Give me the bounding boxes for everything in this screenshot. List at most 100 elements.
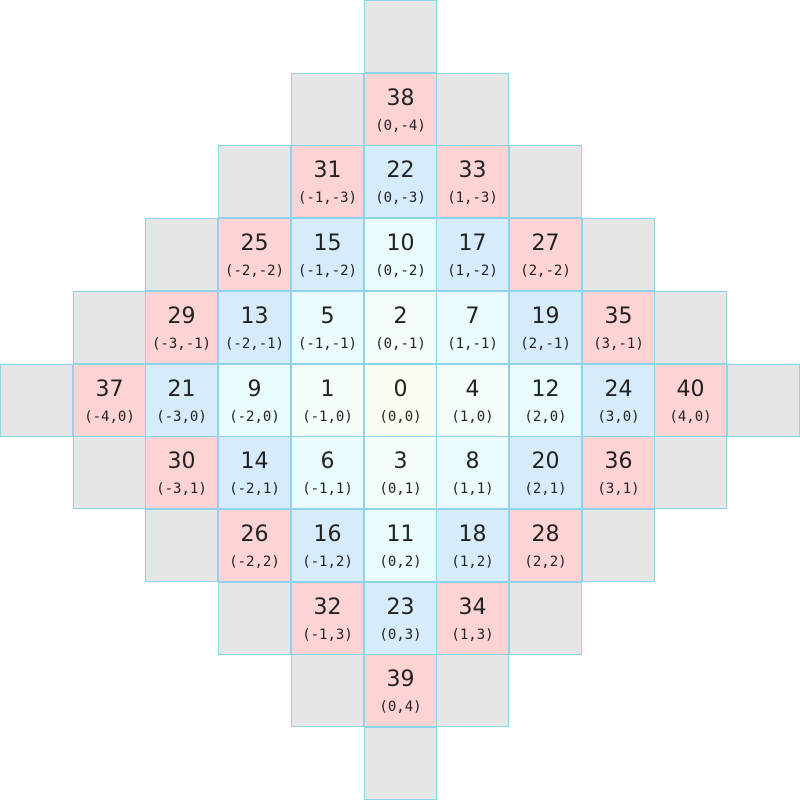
cell-index: 28 <box>531 521 560 547</box>
cell-coordinate: (1,-1) <box>447 335 498 352</box>
grid-cell-1: 1 (-1,0) <box>291 364 364 437</box>
cell-index: 34 <box>458 594 487 620</box>
cell-index: 8 <box>465 448 480 474</box>
cell-coordinate: (-4,0) <box>84 408 135 425</box>
cell-coordinate: (-2,-1) <box>224 335 284 352</box>
grid-cell-0: 0 (0,0) <box>364 364 437 437</box>
grid-cell-5: 5(-1,-1) <box>291 291 364 364</box>
cell-index: 40 <box>676 376 705 402</box>
cell-coordinate: (0,2) <box>379 553 422 570</box>
empty-cell <box>654 291 727 364</box>
cell-coordinate: (1,1) <box>451 480 494 497</box>
cell-index: 4 <box>465 376 480 402</box>
cell-coordinate: (-1,2) <box>302 553 353 570</box>
grid-cell-32: 32(-1,3) <box>291 582 364 655</box>
empty-cell <box>218 582 291 655</box>
grid-cell-36: 36(3,1) <box>582 436 655 509</box>
cell-coordinate: (0,3) <box>379 626 422 643</box>
grid-cell-14: 14 (-2,1) <box>218 436 291 509</box>
grid-cell-2: 2 (0,-1) <box>364 291 437 364</box>
cell-index: 33 <box>458 157 487 183</box>
cell-index: 7 <box>465 303 480 329</box>
empty-cell <box>509 582 582 655</box>
cell-coordinate: (-1,-1) <box>297 335 357 352</box>
cell-coordinate: (2,-2) <box>520 262 571 279</box>
cell-coordinate: (-3,0) <box>156 408 207 425</box>
cell-index: 20 <box>531 448 560 474</box>
cell-index: 22 <box>386 157 415 183</box>
cell-coordinate: (-3,-1) <box>151 335 211 352</box>
cell-coordinate: (0,1) <box>379 480 422 497</box>
cell-index: 31 <box>313 157 342 183</box>
cell-index: 17 <box>458 230 487 256</box>
grid-cell-26: 26 (-2,2) <box>218 509 291 582</box>
empty-cell <box>145 218 218 291</box>
cell-coordinate: (-2,1) <box>229 480 280 497</box>
grid-cell-30: 30 (-3,1) <box>145 436 218 509</box>
grid-cell-3: 3 (0,1) <box>364 436 437 509</box>
empty-cell <box>654 436 727 509</box>
cell-index: 9 <box>247 376 262 402</box>
grid-cell-16: 16 (-1,2) <box>291 509 364 582</box>
cell-index: 3 <box>393 448 408 474</box>
grid-cell-25: 25(-2,-2) <box>218 218 291 291</box>
cell-coordinate: (0,-2) <box>375 262 426 279</box>
grid-cell-8: 8 (1,1) <box>436 436 509 509</box>
cell-coordinate: (1,3) <box>451 626 494 643</box>
empty-cell <box>291 73 364 146</box>
cell-coordinate: (-3,1) <box>156 480 207 497</box>
cell-coordinate: (2,2) <box>524 553 567 570</box>
cell-coordinate: (0,-1) <box>375 335 426 352</box>
cell-index: 39 <box>386 666 415 692</box>
cell-index: 0 <box>393 376 408 402</box>
cell-coordinate: (-2,2) <box>229 553 280 570</box>
empty-cell <box>145 509 218 582</box>
cell-coordinate: (3,0) <box>597 408 640 425</box>
cell-index: 1 <box>320 376 335 402</box>
cell-index: 29 <box>167 303 196 329</box>
cell-index: 37 <box>95 376 124 402</box>
cell-coordinate: (3,-1) <box>593 335 644 352</box>
cell-index: 14 <box>240 448 269 474</box>
empty-cell <box>582 218 655 291</box>
cell-coordinate: (-1,-2) <box>297 262 357 279</box>
grid-cell-18: 18(1,2) <box>436 509 509 582</box>
cell-coordinate: (-2,0) <box>229 408 280 425</box>
cell-index: 2 <box>393 303 408 329</box>
cell-coordinate: (-1,0) <box>302 408 353 425</box>
grid-cell-31: 31(-1,-3) <box>291 145 364 218</box>
empty-cell <box>291 654 364 727</box>
cell-index: 26 <box>240 521 269 547</box>
cell-index: 38 <box>386 85 415 111</box>
cell-index: 32 <box>313 594 342 620</box>
grid-cell-6: 6(-1,1) <box>291 436 364 509</box>
grid-cell-12: 12 (2,0) <box>509 364 582 437</box>
grid-cell-20: 20 (2,1) <box>509 436 582 509</box>
cell-index: 10 <box>386 230 415 256</box>
cell-index: 30 <box>167 448 196 474</box>
grid-cell-34: 34 (1,3) <box>436 582 509 655</box>
grid-cell-27: 27 (2,-2) <box>509 218 582 291</box>
empty-cell <box>0 364 73 437</box>
cell-index: 21 <box>167 376 196 402</box>
cell-index: 16 <box>313 521 342 547</box>
grid-cell-24: 24 (3,0) <box>582 364 655 437</box>
cell-coordinate: (2,1) <box>524 480 567 497</box>
cell-coordinate: (1,-3) <box>447 189 498 206</box>
empty-cell <box>436 654 509 727</box>
cell-index: 35 <box>604 303 633 329</box>
grid-cell-23: 23(0,3) <box>364 582 437 655</box>
cell-coordinate: (1,2) <box>451 553 494 570</box>
cell-coordinate: (0,-3) <box>375 189 426 206</box>
grid-cell-29: 29 (-3,-1) <box>145 291 218 364</box>
cell-index: 15 <box>313 230 342 256</box>
cell-index: 12 <box>531 376 560 402</box>
cell-index: 27 <box>531 230 560 256</box>
grid-cell-4: 4(1,0) <box>436 364 509 437</box>
cell-coordinate: (2,-1) <box>520 335 571 352</box>
cell-coordinate: (0,0) <box>379 408 422 425</box>
grid-cell-10: 10 (0,-2) <box>364 218 437 291</box>
cell-index: 24 <box>604 376 633 402</box>
cell-coordinate: (2,0) <box>524 408 567 425</box>
